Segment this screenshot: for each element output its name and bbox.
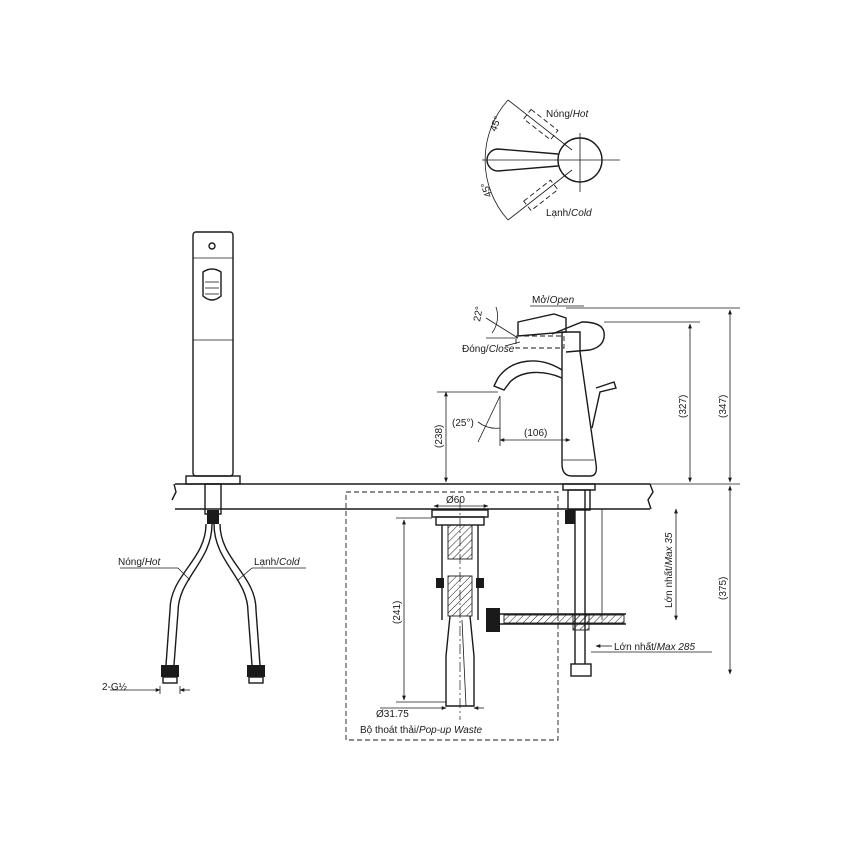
cold-label: Lạnh/Cold: [546, 208, 592, 219]
aerator-outlet: [202, 268, 222, 301]
waste-tailpiece: [445, 615, 475, 707]
hose-hot-outer: [165, 523, 207, 666]
hose-cold-label: Lạnh/Cold: [254, 557, 300, 568]
waste-pivot-nut: [486, 608, 500, 632]
rotation-arc: [484, 99, 509, 221]
hot-ray: [507, 99, 573, 151]
hose-hot-label: Nóng/Hot: [118, 557, 161, 568]
hose-cold-fitting: [247, 665, 265, 677]
faucet-front-view: 2-G½ Nóng/Hot Lạnh/Cold: [102, 231, 306, 694]
side-shank-nut: [565, 510, 575, 524]
handle-top-view: 45° 45° Nóng/Hot Lạnh/Cold: [479, 99, 620, 221]
popup-rod: [591, 381, 617, 429]
spout-angle-label: (25°): [452, 418, 474, 429]
spout-height-label: (238): [434, 425, 445, 448]
shank-nut: [207, 510, 219, 524]
spout-reach-label: (106): [524, 428, 547, 439]
faucet-body-side: [561, 331, 598, 477]
spout: [493, 360, 563, 391]
lever-angle-label: 22°: [472, 306, 485, 323]
countertop: [171, 483, 654, 510]
max-deck-label: Lớn nhất/Max 35: [663, 532, 675, 608]
waste-dia-top-label: Ø60: [446, 495, 465, 506]
handle-head: [551, 321, 605, 353]
below-375-label: (375): [718, 577, 729, 600]
waste-caption: Bộ thoát thải/Pop-up Waste: [360, 725, 483, 736]
angle-upper-label: 45°: [488, 115, 504, 133]
lever-open: [517, 313, 567, 337]
waste-dia-bottom-label: Ø31.75: [376, 709, 409, 720]
open-label: Mở/Open: [532, 294, 575, 306]
close-label: Đóng/Close: [462, 344, 515, 355]
thread-size-label: 2-G½: [102, 682, 128, 693]
waste-height-label: (241): [392, 601, 403, 624]
hose-hot-fitting: [161, 665, 179, 677]
height-347-label: (347): [718, 395, 729, 418]
angle-lower-label: 45°: [479, 181, 495, 199]
faucet-side-view: 22° Mở/Open Đóng/Close (25°) (106) (238)…: [434, 294, 740, 677]
lever-close-ghost: [515, 335, 565, 349]
hose-hot-inner: [173, 523, 213, 666]
hose-cold-outer: [219, 523, 261, 666]
popup-waste: Ø60 (241) Ø31.75 Bộ thoát thải/Pop-up Wa…: [345, 491, 626, 741]
height-327-label: (327): [678, 395, 689, 418]
lever-pin: [208, 242, 216, 250]
lever-cold-ghost: [523, 179, 559, 212]
hot-label: Nóng/Hot: [546, 109, 589, 120]
side-hose-fitting: [570, 663, 592, 677]
base-flange: [185, 475, 241, 485]
hose-cold-inner: [213, 523, 253, 666]
cold-ray: [507, 169, 573, 221]
max-285-label: Lớn nhất/Max 285: [614, 641, 695, 653]
